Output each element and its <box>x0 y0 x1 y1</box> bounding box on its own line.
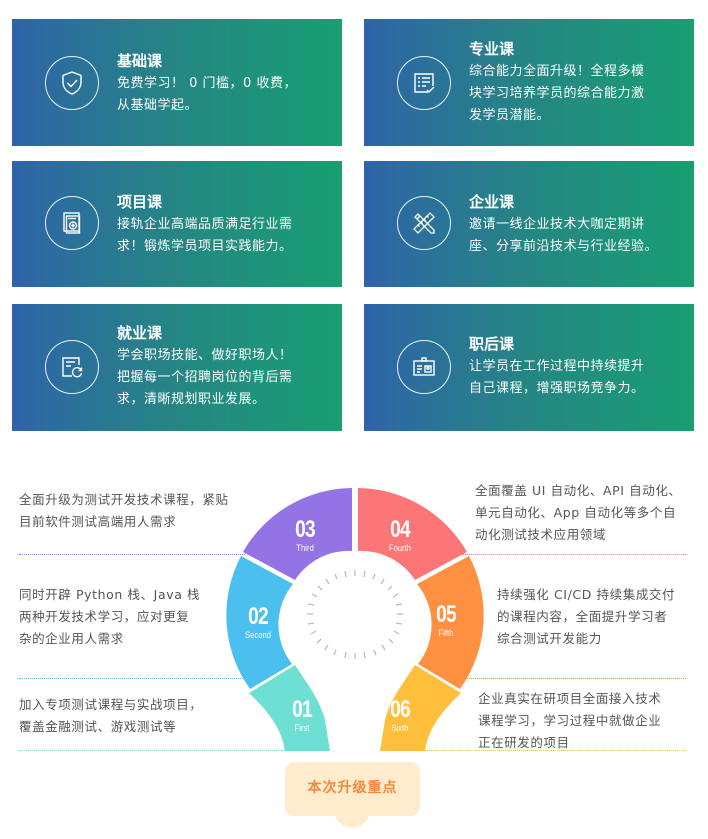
divider <box>19 750 287 751</box>
card-title: 就业课 <box>117 324 163 342</box>
upgrade-note-02: 同时开辟 Python 栈、Java 栈两种开发技术学习，应对更复杂的企业用人需… <box>19 587 201 646</box>
segment-03 <box>243 488 352 580</box>
card-basic-course[interactable]: 基础课 免费学习！ 0 门槛，0 收费，从基础学起。 <box>12 19 342 146</box>
card-desc: 学会职场技能、做好职场人！把握每一个招聘岗位的背后需求，清晰规划职业发展。 <box>117 348 293 407</box>
card-employment-course[interactable]: 就业课 学会职场技能、做好职场人！把握每一个招聘岗位的背后需求，清晰规划职业发展… <box>12 304 342 431</box>
divider <box>19 554 245 555</box>
card-post-employment-course[interactable]: 职后课 让学员在工作过程中持续提升自己课程，增强职场竞争力。 <box>364 304 694 431</box>
card-professional-course[interactable]: 专业课 综合能力全面升级！全程多模块学习培养学员的综合能力激发学员潜能。 <box>364 19 694 146</box>
card-title: 专业课 <box>469 40 515 58</box>
segment-01 <box>249 665 330 751</box>
segment-02 <box>226 556 293 689</box>
card-title: 企业课 <box>469 193 515 211</box>
upgrade-note-01: 加入专项测试课程与实战项目，覆盖金融测试、游戏测试等 <box>19 697 203 734</box>
card-desc: 让学员在工作过程中持续提升自己课程，增强职场竞争力。 <box>469 359 645 396</box>
card-title: 项目课 <box>117 193 163 211</box>
segment-05 <box>417 556 484 689</box>
project-window-icon <box>45 196 99 250</box>
segment-06 <box>380 665 461 751</box>
segment-04 <box>358 488 467 580</box>
divider <box>462 678 686 679</box>
dial-ticks <box>307 570 403 659</box>
card-desc: 邀请一线企业技术大咖定期讲座、分享前沿技术与行业经验。 <box>469 217 659 254</box>
upgrade-focus-badge: 本次升级重点 <box>285 762 420 816</box>
card-title: 基础课 <box>117 52 163 70</box>
shield-check-icon <box>45 56 99 110</box>
document-refresh-icon <box>45 340 99 394</box>
upgrade-note-06: 企业真实在研项目全面接入技术课程学习，学习过程中就做企业正在研发的项目 <box>478 691 662 750</box>
divider <box>19 678 245 679</box>
card-project-course[interactable]: 项目课 接轨企业高端品质满足行业需求！锻炼学员项目实践能力。 <box>12 161 342 287</box>
id-badge-icon <box>397 340 451 394</box>
pencil-ruler-icon <box>397 196 451 250</box>
card-desc: 接轨企业高端品质满足行业需求！锻炼学员项目实践能力。 <box>117 217 293 254</box>
upgrade-note-05: 持续强化 CI/CD 持续集成交付的课程内容，全面提升学习者综合测试开发能力 <box>497 587 676 646</box>
card-enterprise-course[interactable]: 企业课 邀请一线企业技术大咖定期讲座、分享前沿技术与行业经验。 <box>364 161 694 287</box>
card-desc: 免费学习！ 0 门槛，0 收费，从基础学起。 <box>117 76 297 113</box>
divider <box>420 750 686 751</box>
card-desc: 综合能力全面升级！全程多模块学习培养学员的综合能力激发学员潜能。 <box>469 64 645 123</box>
card-title: 职后课 <box>469 335 515 353</box>
divider <box>462 554 686 555</box>
upgrade-note-04: 全面覆盖 UI 自动化、API 自动化、单元自动化、App 自动化等多个自动化测… <box>475 483 682 542</box>
checklist-icon <box>397 56 451 110</box>
upgrade-note-03: 全面升级为测试开发技术课程，紧贴目前软件测试高端用人需求 <box>19 492 229 529</box>
